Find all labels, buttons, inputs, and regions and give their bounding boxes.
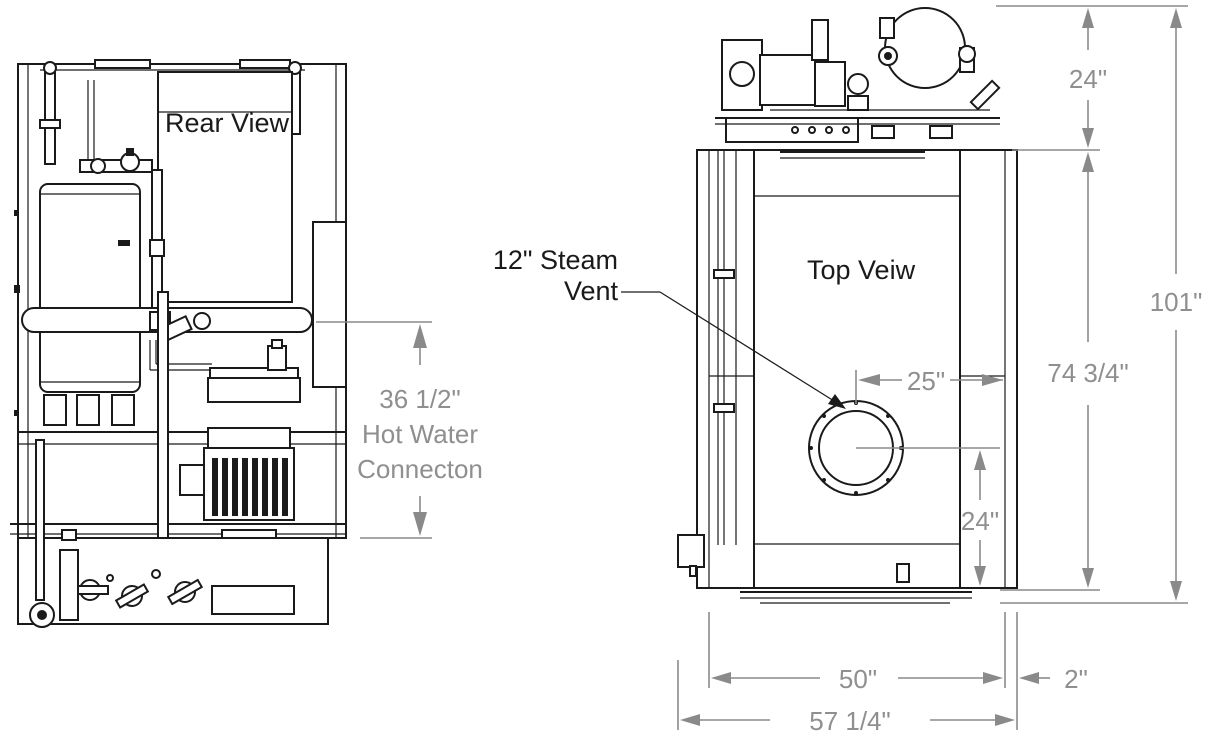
rear-main-panel xyxy=(157,71,293,303)
steam-vent-leader xyxy=(621,291,846,409)
body-depth-value: 74 3/4" xyxy=(1047,358,1129,388)
top-view-drawing xyxy=(677,7,1018,604)
height-dims xyxy=(996,5,1188,604)
hot-water-label: Hot Water xyxy=(362,419,478,449)
pump-motor-top xyxy=(207,427,291,451)
hot-water-tank xyxy=(39,183,141,393)
hot-water-label-2: Connecton xyxy=(357,454,483,484)
vent-offset-x-value: 25" xyxy=(907,366,945,396)
hot-water-height-value: 36 1/2" xyxy=(379,384,461,414)
vent-offset-dims xyxy=(855,370,1003,586)
rear-side-panel xyxy=(312,221,347,388)
top-view-title: Top Veiw xyxy=(807,255,916,285)
overall-height-value: 101" xyxy=(1150,287,1203,317)
top-section-value: 24" xyxy=(1069,64,1107,94)
steam-vent-label: 12" Steam xyxy=(493,245,618,275)
overall-width-value: 57 1/4" xyxy=(809,706,891,736)
rear-view-drawing xyxy=(10,59,347,628)
steam-vent-label-2: Vent xyxy=(564,276,619,306)
expansion-tank xyxy=(884,7,966,89)
width-dims xyxy=(677,612,1050,730)
hot-water-dimension xyxy=(316,321,432,539)
vent-offset-y-value: 24" xyxy=(961,506,999,536)
side-clearance-value: 2" xyxy=(1064,664,1088,694)
rear-view-title: Rear View xyxy=(165,108,290,138)
body-width-value: 50" xyxy=(839,664,877,694)
discharge-pipe xyxy=(157,291,169,543)
